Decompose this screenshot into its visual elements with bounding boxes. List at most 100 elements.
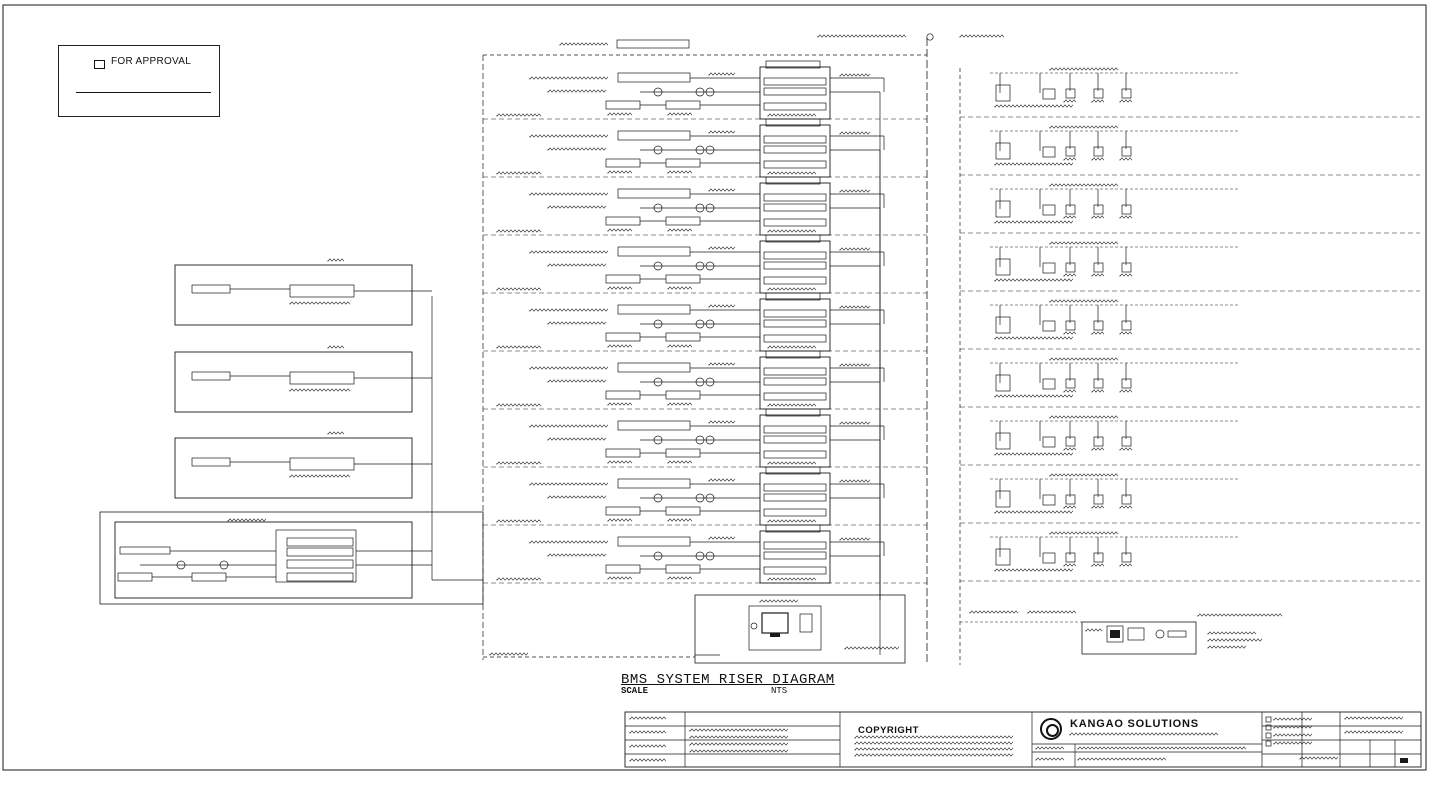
- panel-box: [760, 473, 830, 525]
- sensor-label: [1092, 158, 1104, 160]
- field-label: [668, 171, 692, 173]
- panel-label: [768, 230, 816, 232]
- tb-text: [1036, 758, 1064, 760]
- row-label: [548, 496, 606, 498]
- legend-text: [1208, 632, 1256, 634]
- field-label: [995, 337, 1073, 339]
- network-label: [1198, 614, 1282, 616]
- sensor-icon: [1122, 205, 1131, 214]
- panel-box: [760, 357, 830, 409]
- field-label: [1050, 358, 1118, 360]
- tb-text: [630, 745, 666, 747]
- row-tag: [497, 114, 541, 116]
- sensor-icon: [1066, 263, 1075, 272]
- sensor-label: [1064, 564, 1076, 566]
- tb-text: [630, 717, 666, 719]
- field-box: [666, 507, 700, 515]
- sensor-icon: [1066, 437, 1075, 446]
- junction-icon: [927, 34, 933, 40]
- row-label: [548, 206, 606, 208]
- field-box: [606, 275, 640, 283]
- panel-label: [768, 578, 816, 580]
- panel-row-box: [764, 78, 826, 85]
- row-label: [530, 541, 608, 543]
- wire-label: [709, 305, 735, 307]
- row-tag: [497, 462, 541, 464]
- tb-text: [1300, 757, 1338, 759]
- floor-panel: [100, 512, 483, 604]
- panel-row-box: [764, 262, 826, 269]
- panel-label: [768, 114, 816, 116]
- sensor-label: [1064, 158, 1076, 160]
- wire-label: [709, 421, 735, 423]
- sensor-icon: [1066, 147, 1075, 156]
- device-icon: [1043, 147, 1055, 157]
- panel-row-box: [764, 542, 826, 549]
- sensor-icon: [1094, 495, 1103, 504]
- tb-text: [630, 731, 666, 733]
- field-label: [668, 113, 692, 115]
- controller-box: [618, 305, 690, 314]
- device-icon: [996, 143, 1010, 159]
- field-box: [666, 565, 700, 573]
- server-mark: [1110, 630, 1120, 638]
- wire-label: [840, 422, 870, 424]
- checkbox-icon[interactable]: [94, 60, 105, 69]
- field-box: [606, 333, 640, 341]
- row-label: [548, 438, 606, 440]
- sensor-label: [1092, 506, 1104, 508]
- panel-row-box: [764, 393, 826, 400]
- device-icon: [800, 614, 812, 632]
- device-icon: [996, 549, 1010, 565]
- panel-row-box: [764, 494, 826, 501]
- sensor-label: [1064, 390, 1076, 392]
- tb-text: [855, 736, 1013, 738]
- panel-top-box: [287, 538, 353, 546]
- sensor-label: [1092, 564, 1104, 566]
- controller-box: [120, 547, 170, 554]
- row-label: [530, 135, 608, 137]
- field-box: [606, 391, 640, 399]
- device-icon: [996, 259, 1010, 275]
- row-label: [548, 380, 606, 382]
- device-icon: [1043, 321, 1055, 331]
- field-box: [192, 372, 230, 380]
- field-label: [668, 461, 692, 463]
- sensor-icon: [1094, 263, 1103, 272]
- sensor-label: [1120, 100, 1132, 102]
- panel-row-box: [287, 548, 353, 556]
- legend-text: [1208, 646, 1246, 648]
- sensor-label: [1120, 448, 1132, 450]
- sensor-icon: [1122, 379, 1131, 388]
- title-block: [625, 712, 1421, 767]
- controller-box: [290, 285, 354, 297]
- field-box: [606, 159, 640, 167]
- row-label: [530, 483, 608, 485]
- field-label: [995, 395, 1073, 397]
- panel-box: [760, 415, 830, 467]
- sensor-label: [1120, 158, 1132, 160]
- device-icon: [996, 201, 1010, 217]
- sensor-icon: [1122, 147, 1131, 156]
- row-label: [548, 90, 606, 92]
- tb-text: [690, 729, 788, 731]
- field-label: [608, 461, 632, 463]
- field-label: [995, 279, 1073, 281]
- field-box: [606, 101, 640, 109]
- floor-panel: [115, 522, 412, 598]
- panel-row-box: [764, 219, 826, 226]
- row-label: [530, 367, 608, 369]
- approval-box: FOR APPROVAL: [58, 45, 220, 117]
- controller-box: [290, 458, 354, 470]
- sensor-label: [1092, 332, 1104, 334]
- panel-row-box: [764, 88, 826, 95]
- wire-label: [840, 190, 870, 192]
- row-label: [530, 425, 608, 427]
- device-icon: [1043, 379, 1055, 389]
- controller-box: [618, 73, 690, 82]
- field-label: [995, 105, 1073, 107]
- row-label: [548, 322, 606, 324]
- field-label: [1050, 416, 1118, 418]
- field-label: [1050, 126, 1118, 128]
- field-box: [666, 275, 700, 283]
